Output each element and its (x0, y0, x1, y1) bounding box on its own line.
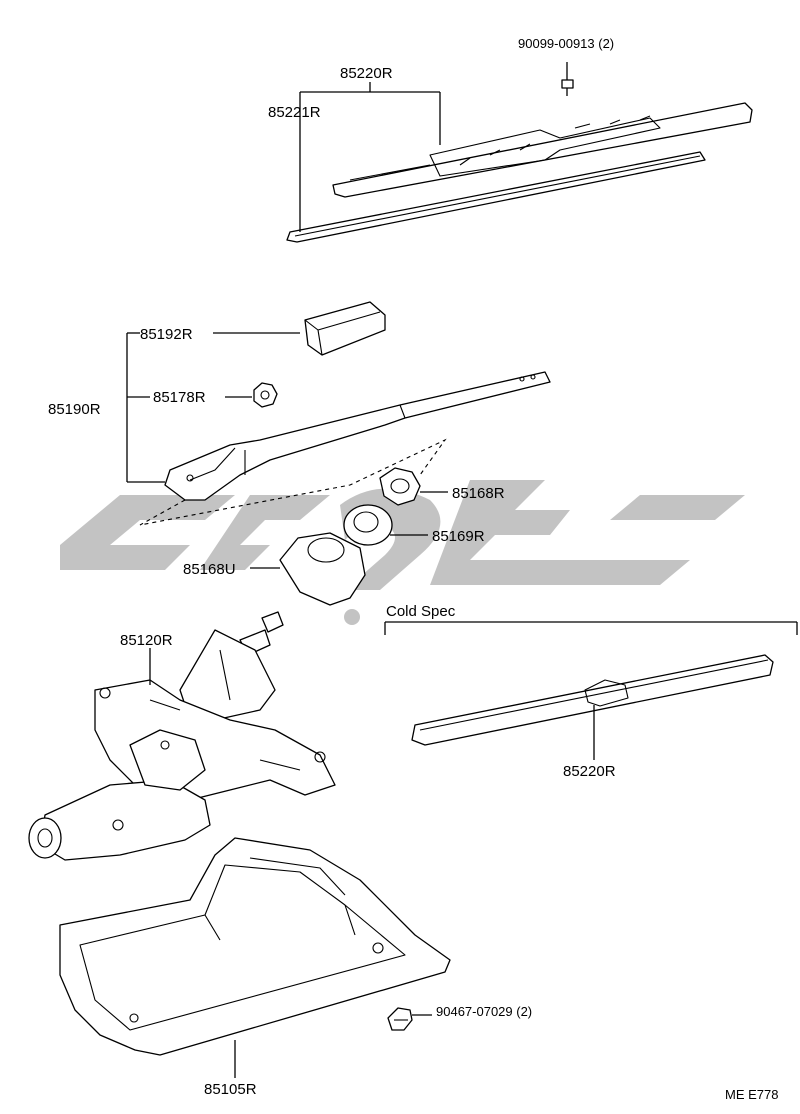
motor-label: 85120R (120, 632, 173, 649)
boot-part (279, 532, 366, 606)
clip-label: 90467-07029 (2) (436, 1004, 532, 1019)
pivot-nut-label: 85168R (452, 485, 505, 502)
cold-spec-title: Cold Spec (386, 603, 456, 620)
grommet-part (343, 504, 393, 546)
arm-nut-part (253, 382, 278, 408)
motor-cover-label: 85105R (204, 1081, 257, 1098)
arm-nut-label: 85178R (153, 389, 206, 406)
wiper-arm-part (164, 371, 551, 501)
clip-part (387, 1007, 413, 1031)
blade-leaders (299, 82, 441, 232)
figure-code: ME E778 (725, 1087, 778, 1102)
blade-refill-label: 85221R (268, 104, 321, 121)
screw-label: 90099-00913 (2) (518, 36, 614, 51)
boot-label: 85168U (183, 561, 236, 578)
wiper-motor-part (28, 611, 336, 861)
arm-cover-part (304, 301, 386, 356)
pivot-nut-part (379, 467, 421, 506)
screw-part (561, 62, 574, 96)
motor-cover-part (59, 837, 451, 1056)
cold-spec-box (384, 621, 798, 635)
arm-bracket-lines (126, 332, 165, 483)
cold-spec-blade-label: 85220R (563, 763, 616, 780)
wiper-blade-part (286, 102, 753, 243)
cold-spec-blade-part (411, 654, 774, 746)
arm-assy-label: 85190R (48, 401, 101, 418)
grommet-label: 85169R (432, 528, 485, 545)
blade-assy-label: 85220R (340, 65, 393, 82)
arm-cover-label: 85192R (140, 326, 193, 343)
